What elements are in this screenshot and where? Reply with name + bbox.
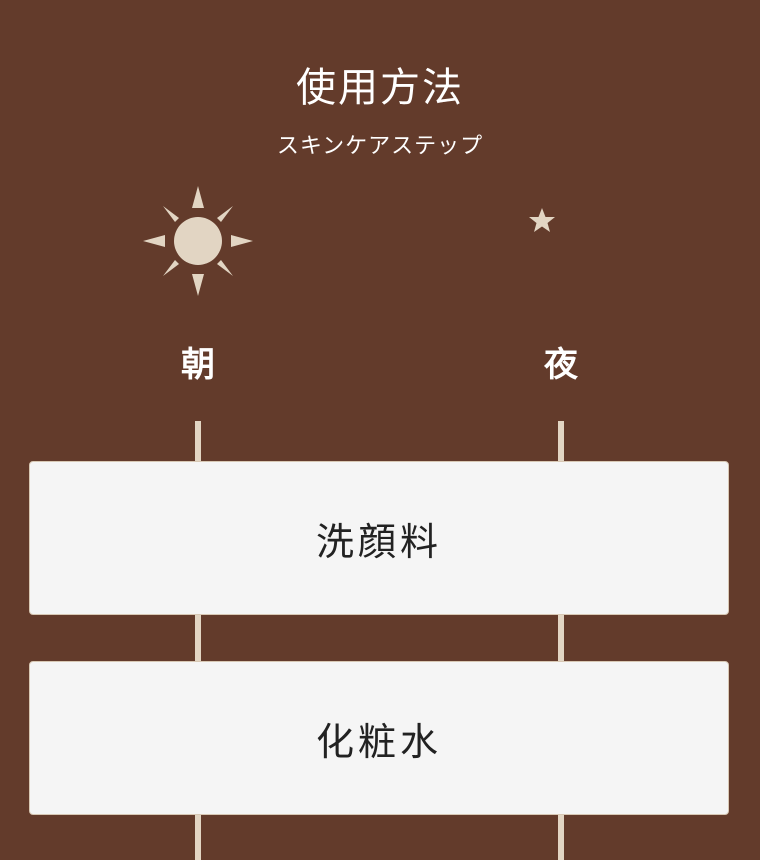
morning-label: 朝 — [181, 345, 215, 385]
night-label: 夜 — [544, 345, 578, 385]
morning-connector — [195, 421, 201, 860]
moon-icon — [526, 204, 588, 280]
page-title: 使用方法 — [296, 65, 464, 111]
step-label: 洗顔料 — [315, 519, 442, 564]
step-toner[interactable]: 化粧水 — [29, 661, 729, 815]
step-label: 化粧水 — [315, 719, 442, 764]
night-connector — [558, 421, 564, 860]
step-cleanser[interactable]: 洗顔料 — [29, 461, 729, 615]
page-subtitle: スキンケアステップ — [276, 134, 484, 159]
sun-icon — [143, 186, 253, 296]
